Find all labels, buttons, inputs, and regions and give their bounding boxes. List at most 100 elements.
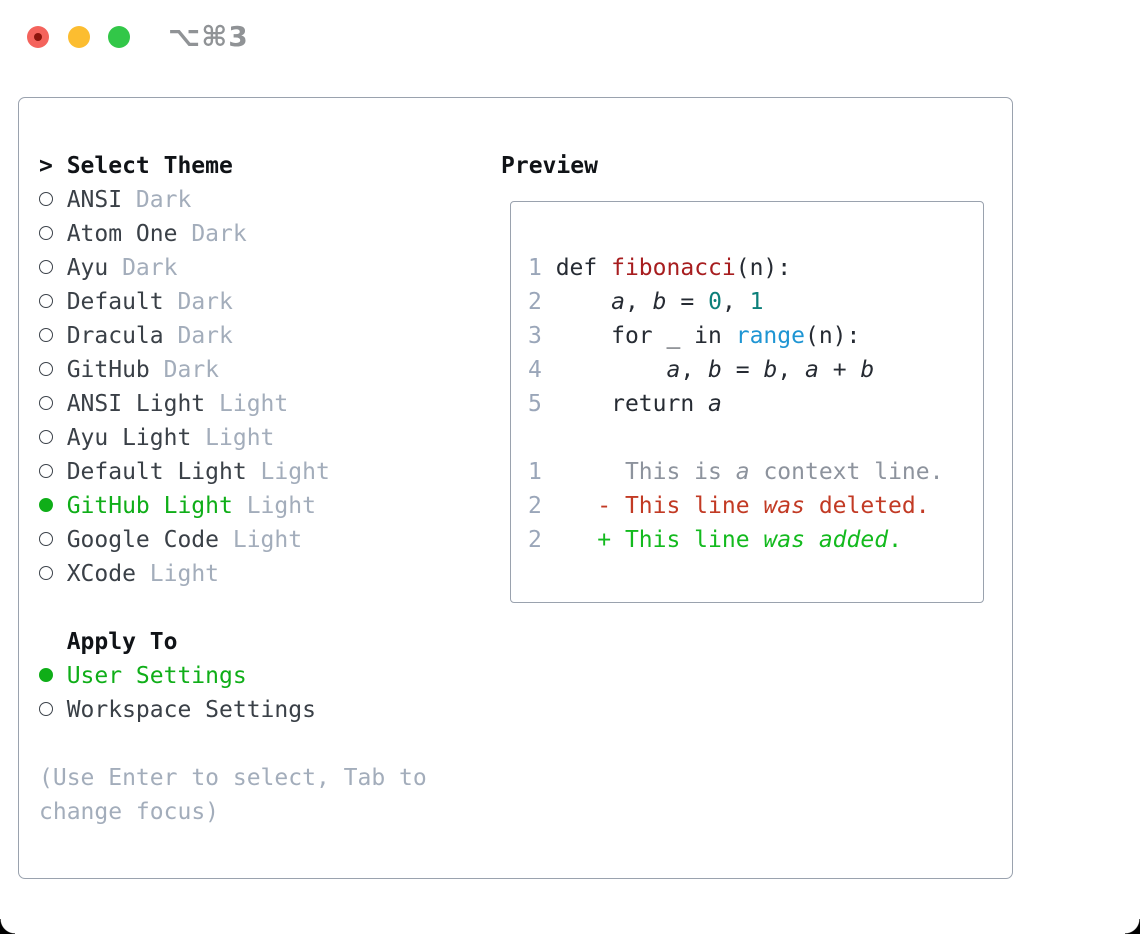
- option-variant: Dark: [177, 221, 247, 247]
- option-label: GitHub: [66, 357, 150, 383]
- radio-icon: [39, 387, 67, 421]
- preview-line: 5 return a: [528, 391, 722, 417]
- radio-circle: [39, 464, 53, 478]
- option-label: Workspace Settings: [66, 697, 316, 723]
- theme-option-default-light[interactable]: Default Light Light: [39, 455, 427, 489]
- option-variant: Light: [232, 493, 316, 519]
- radio-icon: [39, 285, 67, 319]
- theme-option-dracula[interactable]: Dracula Dark: [39, 319, 427, 353]
- option-label: Ayu: [66, 255, 109, 281]
- theme-option-default[interactable]: Default Dark: [39, 285, 427, 319]
- option-label: XCode: [66, 561, 136, 587]
- option-variant: Light: [246, 459, 330, 485]
- option-label: Google Code: [66, 527, 220, 553]
- zoom-button[interactable]: [108, 26, 130, 48]
- minimize-button[interactable]: [68, 26, 90, 48]
- option-label: Ayu Light: [66, 425, 192, 451]
- apply-to-header-row: Apply To: [39, 625, 427, 659]
- radio-circle: [39, 294, 53, 308]
- theme-option-ansi[interactable]: ANSI Dark: [39, 183, 427, 217]
- radio-icon: [39, 693, 67, 727]
- option-label: Dracula: [66, 323, 164, 349]
- radio-circle: [39, 362, 53, 376]
- theme-option-ayu-light[interactable]: Ayu Light Light: [39, 421, 427, 455]
- radio-circle: [39, 668, 53, 682]
- radio-circle: [39, 226, 53, 240]
- preview-line: [528, 421, 983, 455]
- option-variant: Light: [135, 561, 220, 587]
- preview-header: Preview: [501, 153, 598, 179]
- window-title: ⌥⌘3: [168, 20, 249, 53]
- theme-option-ayu[interactable]: Ayu Dark: [39, 251, 427, 285]
- option-label: Atom One: [66, 221, 178, 247]
- window-corner: [0, 919, 15, 934]
- option-label: Default Light: [66, 459, 247, 485]
- radio-icon: [39, 217, 67, 251]
- title-bar: ⌥⌘3: [0, 0, 1140, 97]
- option-variant: Dark: [163, 289, 233, 315]
- apply-option-user-settings[interactable]: User Settings: [39, 659, 427, 693]
- select-theme-header-row: > Select Theme: [39, 149, 427, 183]
- preview-line: 3 for _ in range(n):: [528, 323, 861, 349]
- radio-circle: [39, 702, 53, 716]
- radio-circle: [39, 430, 53, 444]
- theme-option-ansi-light[interactable]: ANSI Light Light: [39, 387, 427, 421]
- option-variant: Dark: [149, 357, 220, 383]
- close-button[interactable]: [27, 26, 49, 48]
- radio-icon: [39, 319, 67, 353]
- option-variant: Dark: [122, 187, 192, 213]
- hint-line: change focus): [39, 799, 220, 825]
- radio-circle: [39, 498, 53, 512]
- select-theme-header: Select Theme: [66, 153, 233, 179]
- theme-option-github-light[interactable]: GitHub Light Light: [39, 489, 427, 523]
- radio-icon: [39, 251, 67, 285]
- radio-icon: [39, 523, 67, 557]
- preview-line: 1 This is a context line.: [528, 459, 944, 485]
- window-corner: [1125, 919, 1140, 934]
- radio-selected-icon: [39, 489, 67, 523]
- theme-option-github[interactable]: GitHub Dark: [39, 353, 427, 387]
- radio-icon: [39, 557, 67, 591]
- apply-to-header: Apply To: [66, 629, 178, 655]
- radio-circle: [39, 396, 53, 410]
- prompt-caret-icon: >: [39, 153, 53, 179]
- radio-icon: [39, 183, 67, 217]
- radio-selected-icon: [39, 659, 67, 693]
- unsaved-dot-icon: [34, 33, 42, 41]
- theme-option-google-code[interactable]: Google Code Light: [39, 523, 427, 557]
- radio-icon: [39, 455, 67, 489]
- radio-circle: [39, 566, 53, 580]
- preview-line: 2 a, b = 0, 1: [528, 289, 764, 315]
- option-variant: Dark: [108, 255, 178, 281]
- radio-circle: [39, 532, 53, 546]
- option-variant: Light: [219, 527, 303, 553]
- option-variant: Light: [191, 425, 275, 451]
- preview-line: 2 + This line was added.: [528, 527, 902, 553]
- preview-line: 2 - This line was deleted.: [528, 493, 930, 519]
- option-label: ANSI Light: [66, 391, 206, 417]
- radio-icon: [39, 421, 67, 455]
- keyboard-hint: (Use Enter to select, Tab to change focu…: [39, 761, 427, 829]
- preview-line: 1 def fibonacci(n):: [528, 255, 792, 281]
- theme-option-atom-one[interactable]: Atom One Dark: [39, 217, 427, 251]
- hint-line: (Use Enter to select, Tab to: [39, 765, 427, 791]
- option-variant: Light: [205, 391, 289, 417]
- option-variant: Dark: [163, 323, 233, 349]
- apply-option-workspace-settings[interactable]: Workspace Settings: [39, 693, 427, 727]
- option-label: User Settings: [66, 663, 247, 689]
- radio-circle: [39, 192, 53, 206]
- preview-box: 1 def fibonacci(n): 2 a, b = 0, 1 3 for _ …: [510, 201, 984, 603]
- radio-circle: [39, 328, 53, 342]
- radio-circle: [39, 260, 53, 274]
- option-label: ANSI: [66, 187, 123, 213]
- preview-line: 4 a, b = b, a + b: [528, 357, 875, 383]
- radio-icon: [39, 353, 67, 387]
- option-label: Default: [66, 289, 164, 315]
- theme-option-xcode[interactable]: XCode Light: [39, 557, 427, 591]
